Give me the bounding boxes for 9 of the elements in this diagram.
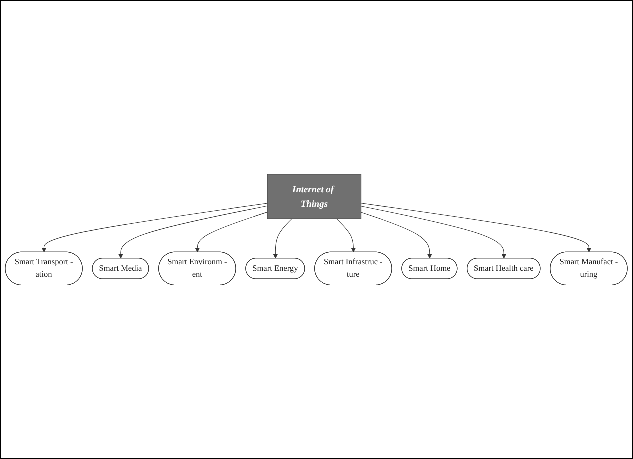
arrow bbox=[273, 218, 292, 259]
arrow bbox=[361, 206, 507, 259]
arrow bbox=[361, 212, 432, 259]
arrow bbox=[336, 218, 356, 252]
arrow bbox=[361, 202, 592, 252]
arrow bbox=[118, 206, 268, 259]
node-box: Internet of Things bbox=[267, 174, 362, 220]
arrow bbox=[42, 202, 268, 252]
arrow bbox=[195, 212, 268, 252]
